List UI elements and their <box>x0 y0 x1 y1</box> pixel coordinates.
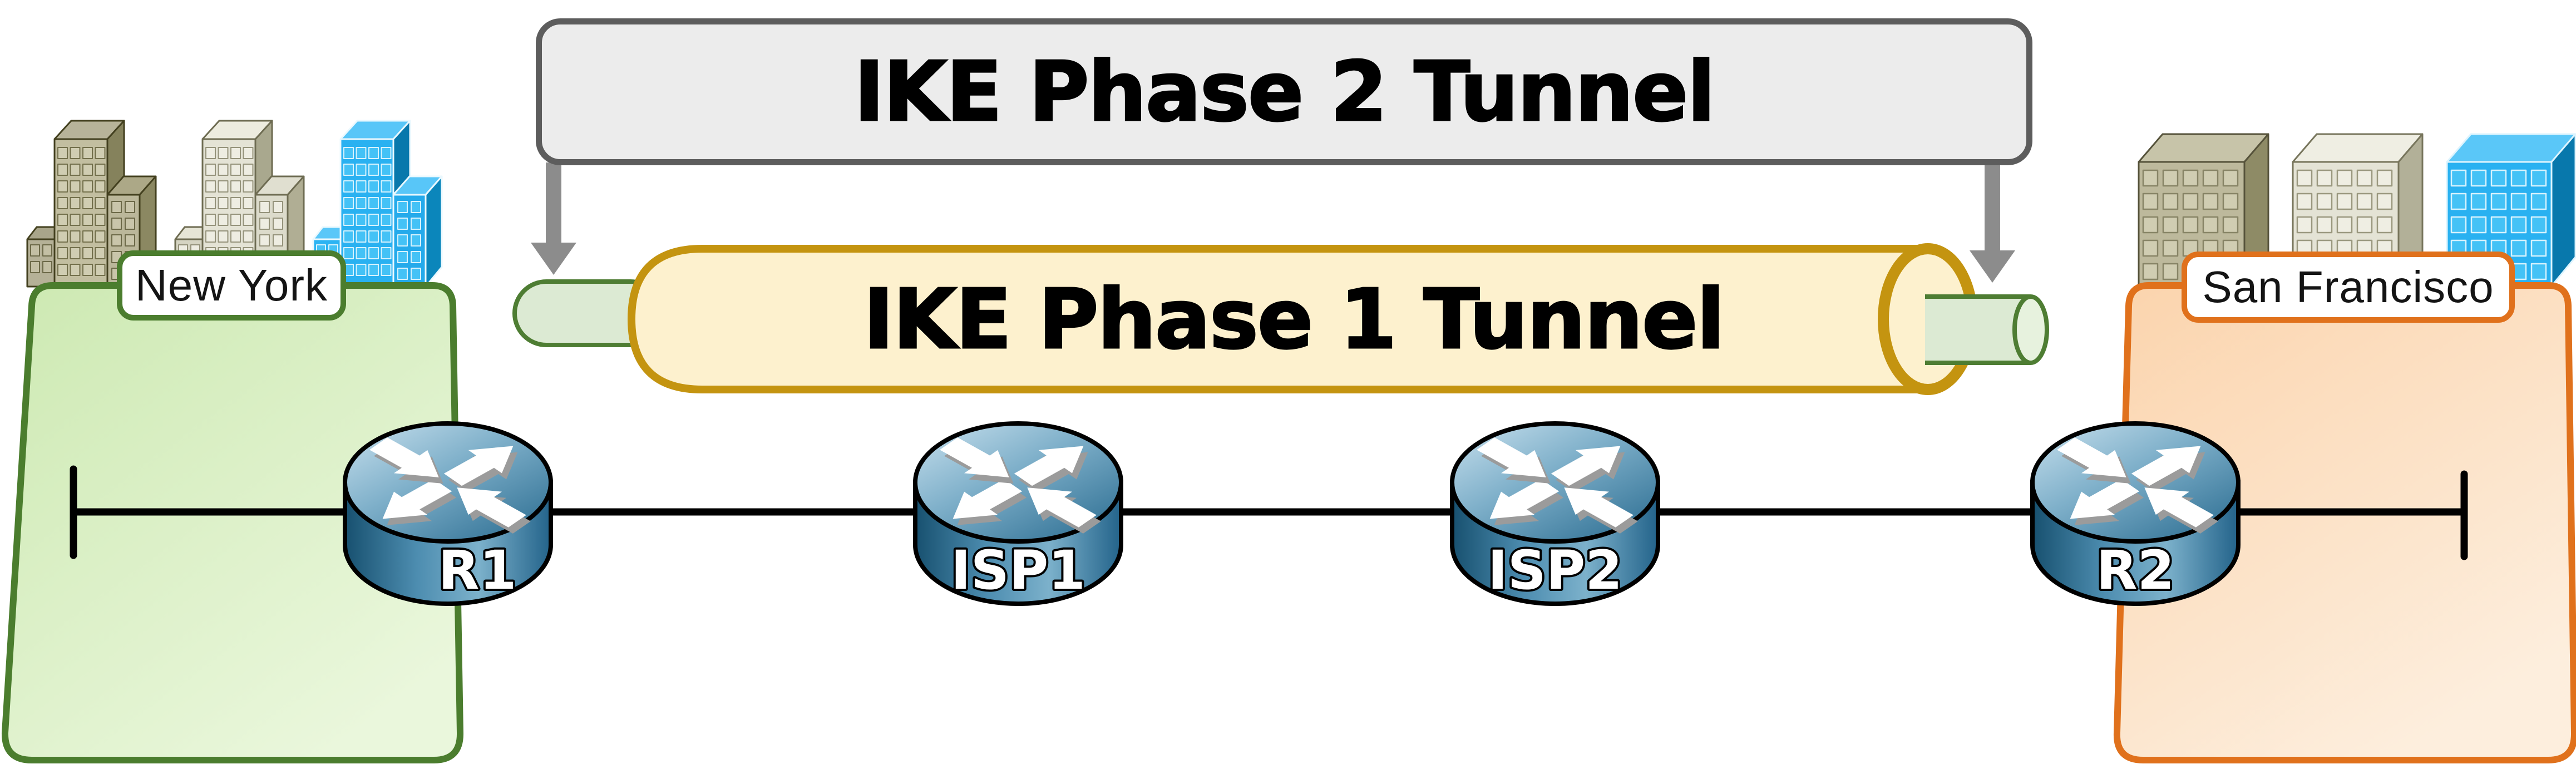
building-blue <box>312 120 443 288</box>
phase2-arrow-right-icon <box>1970 162 2015 283</box>
phase2-arrow-left-icon <box>531 162 576 275</box>
site-label-new-york: New York <box>117 250 346 321</box>
site-panel-new-york <box>1 282 464 763</box>
router-label-isp2: ISP2 <box>1488 539 1622 602</box>
router-label-r2: R2 <box>2096 539 2175 602</box>
tunnel-endpoint-cylinder-right <box>1925 294 2049 365</box>
site-label-san-francisco: San Francisco <box>2182 252 2515 323</box>
phase2-tunnel-box: IKE Phase 2 Tunnel <box>536 18 2032 165</box>
router-label-isp1: ISP1 <box>951 539 1085 602</box>
phase1-tunnel-label: IKE Phase 1 Tunnel <box>862 271 1725 368</box>
site-label-text: New York <box>135 260 328 310</box>
phase1-tunnel-label-wrap: IKE Phase 1 Tunnel <box>668 260 1919 378</box>
router-label-r1: R1 <box>438 539 517 602</box>
site-label-text: San Francisco <box>2202 262 2494 312</box>
building-blue <box>2446 133 2576 287</box>
phase2-tunnel-label: IKE Phase 2 Tunnel <box>853 43 1716 141</box>
site-panel-san-francisco <box>2113 282 2576 763</box>
building-tan <box>26 120 157 288</box>
city-buildings-left <box>26 120 443 288</box>
